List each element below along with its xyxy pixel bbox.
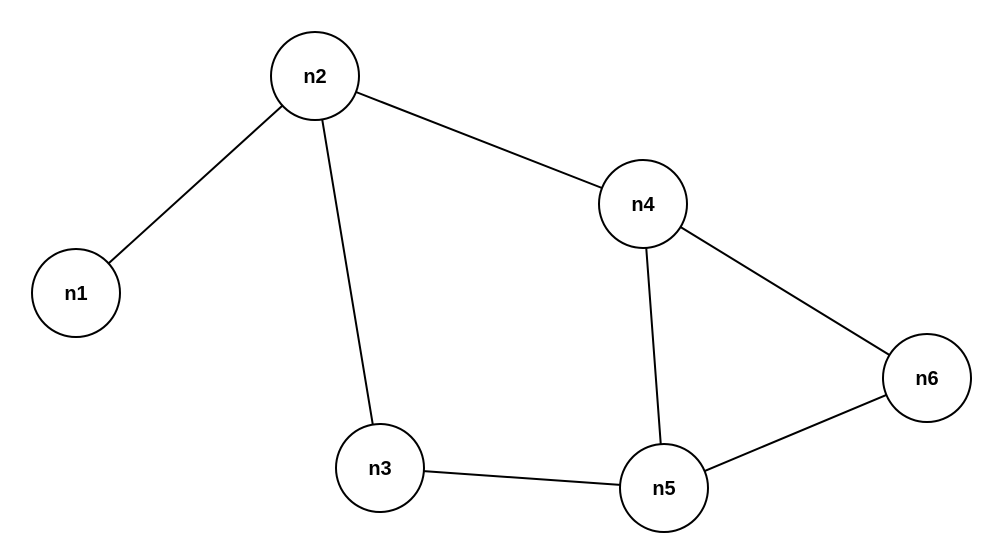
edge-layer	[107, 91, 891, 486]
graph-edge-n4-n5	[645, 246, 662, 446]
graph-edge-n3-n5	[422, 470, 622, 486]
graph-node-n6[interactable]: n6	[882, 333, 972, 423]
graph-node-label-n4: n4	[631, 194, 655, 216]
graph-node-n4[interactable]: n4	[598, 159, 688, 249]
graph-node-circle-n5[interactable]	[619, 443, 709, 533]
graph-node-circle-n1[interactable]	[31, 248, 121, 338]
node-layer: n1 n2 n3 n4 n5 n6	[31, 31, 972, 533]
graph-node-n2[interactable]: n2	[270, 31, 360, 121]
graph-edge-n2-n3	[321, 118, 374, 426]
graph-node-circle-n4[interactable]	[598, 159, 688, 249]
graph-edge-n4-n6	[679, 225, 891, 357]
graph-edge-n1-n2	[107, 104, 284, 265]
graph-node-label-n5: n5	[652, 478, 675, 500]
graph-node-label-n3: n3	[368, 458, 391, 480]
graph-node-circle-n6[interactable]	[882, 333, 972, 423]
graph-edge-n2-n4	[354, 91, 604, 189]
graph-node-circle-n2[interactable]	[270, 31, 360, 121]
graph-node-n1[interactable]: n1	[31, 248, 121, 338]
graph-node-label-n1: n1	[64, 283, 87, 305]
graph-node-n3[interactable]: n3	[335, 423, 425, 513]
graph-node-circle-n3[interactable]	[335, 423, 425, 513]
graph-node-n5[interactable]: n5	[619, 443, 709, 533]
graph-node-label-n2: n2	[303, 66, 326, 88]
graph-edge-n5-n6	[703, 393, 888, 473]
graph-node-label-n6: n6	[915, 368, 938, 390]
